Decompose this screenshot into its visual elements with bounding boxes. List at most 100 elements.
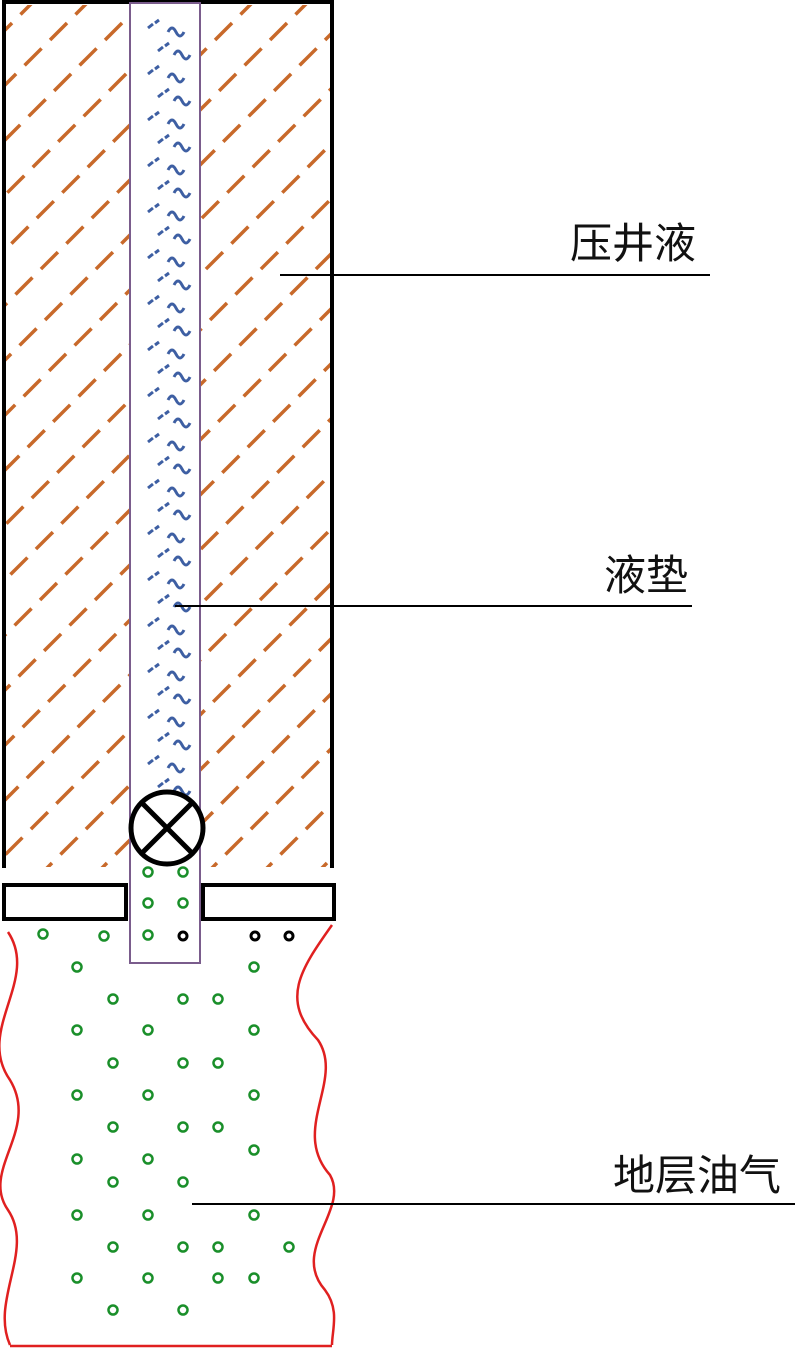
black-dot xyxy=(177,930,189,942)
cushion-dash xyxy=(147,616,160,628)
oil-gas-bubble xyxy=(142,1024,154,1036)
cushion-tilde xyxy=(166,716,186,728)
cushion-dash xyxy=(147,524,160,536)
label-liquid-cushion: 液垫 xyxy=(604,551,688,600)
cushion-dash xyxy=(147,340,160,352)
oil-gas-bubble xyxy=(177,1241,189,1253)
hatch-line xyxy=(5,123,129,253)
oil-gas-bubble xyxy=(107,1241,119,1253)
cushion-dash xyxy=(157,225,170,237)
cushion-tilde xyxy=(166,348,186,360)
cushion-tilde xyxy=(172,325,192,337)
hatch-line xyxy=(201,471,331,607)
oil-gas-bubble xyxy=(142,1153,154,1165)
black-dot xyxy=(249,930,261,942)
cushion-tilde xyxy=(172,95,192,107)
cushion-dash xyxy=(157,547,170,559)
formation-boundary xyxy=(0,931,20,1346)
oil-gas-bubble xyxy=(248,1272,260,1284)
hatch-line xyxy=(145,0,800,880)
tubing xyxy=(129,2,201,964)
cushion-tilde xyxy=(172,371,192,383)
packer-left xyxy=(2,883,128,921)
hatch-line xyxy=(365,0,800,880)
hatch-line xyxy=(201,86,331,222)
oil-gas-bubble xyxy=(107,993,119,1005)
cushion-tilde xyxy=(172,555,192,567)
oil-gas-bubble xyxy=(177,897,189,909)
cushion-dash xyxy=(157,501,170,513)
cushion-tilde xyxy=(172,693,192,705)
hatch-line xyxy=(365,0,800,880)
hatch-line xyxy=(201,636,331,772)
cushion-dash xyxy=(157,639,170,651)
oil-gas-bubble xyxy=(177,1304,189,1316)
cushion-dash xyxy=(147,294,160,306)
oil-gas-bubble xyxy=(142,1209,154,1221)
hatch-line xyxy=(5,343,129,473)
oil-gas-bubble xyxy=(71,1153,83,1165)
cushion-dash xyxy=(157,179,170,191)
oil-gas-bubble xyxy=(37,928,49,940)
hatch-line xyxy=(265,801,331,867)
cushion-tilde xyxy=(172,739,192,751)
cushion-tilde xyxy=(172,49,192,61)
cushion-dash xyxy=(157,41,170,53)
hatch-line xyxy=(201,141,331,277)
cushion-dash xyxy=(147,202,160,214)
cushion-dash xyxy=(157,133,170,145)
cushion-dash xyxy=(147,386,160,398)
hatch-line xyxy=(5,68,129,198)
oil-gas-bubble xyxy=(212,1121,224,1133)
cushion-dash xyxy=(157,363,170,375)
cushion-dash xyxy=(157,685,170,697)
hatch-line xyxy=(5,673,129,803)
cushion-tilde xyxy=(166,256,186,268)
cushion-tilde xyxy=(166,762,186,774)
cushion-tilde xyxy=(172,141,192,153)
cushion-dash xyxy=(157,409,170,421)
oil-gas-bubble xyxy=(142,897,154,909)
hatch-line xyxy=(0,0,55,880)
hatch-line xyxy=(5,728,129,858)
oil-gas-bubble xyxy=(142,866,154,878)
cushion-dash xyxy=(157,455,170,467)
hatch-line xyxy=(201,526,331,662)
hatch-line xyxy=(310,0,800,880)
valve-crossed-circle-icon xyxy=(128,789,206,867)
cushion-tilde xyxy=(172,509,192,521)
oil-gas-bubble xyxy=(177,866,189,878)
cushion-tilde xyxy=(166,670,186,682)
hatch-line xyxy=(5,13,129,143)
cushion-dash xyxy=(157,87,170,99)
hatch-line xyxy=(201,691,331,827)
cushion-tilde xyxy=(166,486,186,498)
oil-gas-bubble xyxy=(107,1121,119,1133)
cushion-dash xyxy=(157,593,170,605)
cushion-tilde xyxy=(166,578,186,590)
oil-gas-bubble xyxy=(248,1089,260,1101)
cushion-tilde xyxy=(166,440,186,452)
oil-gas-bubble xyxy=(283,1241,295,1253)
cushion-tilde xyxy=(166,72,186,84)
oil-gas-bubble xyxy=(177,1176,189,1188)
oil-gas-bubble xyxy=(212,1241,224,1253)
cushion-tilde xyxy=(166,26,186,38)
black-dot xyxy=(283,930,295,942)
cushion-tilde xyxy=(172,647,192,659)
cushion-dash xyxy=(147,662,160,674)
oil-gas-bubble xyxy=(248,961,260,973)
cushion-tilde xyxy=(172,785,192,797)
formation-oil-gas-bubbles xyxy=(37,866,295,1316)
oil-gas-bubble xyxy=(212,993,224,1005)
label-kill-fluid: 压井液 xyxy=(570,219,696,268)
oil-gas-bubble xyxy=(248,1144,260,1156)
hatch-line xyxy=(201,361,331,497)
cushion-dash xyxy=(147,570,160,582)
oil-gas-bubble xyxy=(177,1121,189,1133)
oil-gas-bubble xyxy=(107,1057,119,1069)
cushion-dash xyxy=(147,708,160,720)
cushion-dash xyxy=(147,156,160,168)
kill-fluid-hatch-right xyxy=(0,0,800,880)
oil-gas-bubble xyxy=(107,1304,119,1316)
